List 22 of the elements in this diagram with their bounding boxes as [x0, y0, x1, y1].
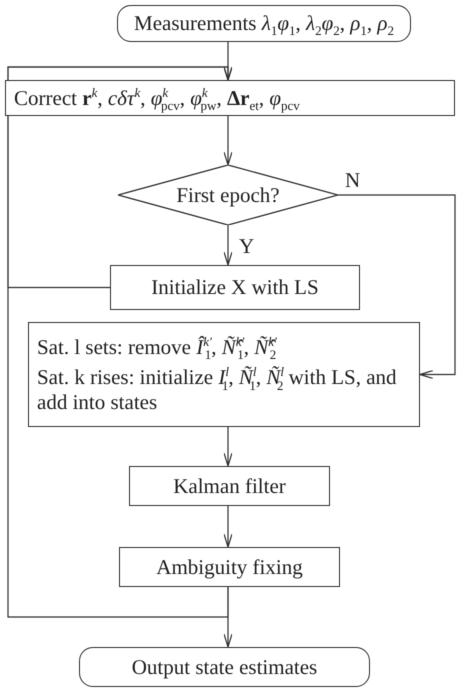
node-text: Output state estimates [132, 654, 318, 680]
process-box [110, 265, 360, 310]
process-box [5, 80, 455, 116]
node-text: First epoch? [176, 182, 280, 208]
arrow [338, 194, 456, 380]
process-box [129, 466, 330, 506]
arrow [223, 225, 233, 266]
process-box [28, 322, 420, 427]
node-text: Correct r$^{k}$, cδτ$^{k}$, φ$^{k}$$_{pcv}$, φ$^{k}$$_{pw}$, Δr$_{et}$, φ$_{pcv}$ [14, 86, 301, 110]
arrow [7, 66, 233, 618]
arrow [223, 506, 233, 548]
node-text: Ambiguity fixing [156, 554, 303, 580]
end-terminal [79, 647, 370, 687]
decision-diamond [118, 165, 338, 225]
node-text: Initialize X with LS [151, 275, 319, 300]
arrow [223, 427, 233, 467]
arrow [223, 116, 233, 166]
node-text: Sat. k rises: initialize I$^{l}$$_{1}$, Ñ$^{l}$$_{1}$, Ñ$^{l}$$_{2}$ with LS, and add into states [37, 365, 398, 414]
start-terminal [117, 5, 411, 42]
node-text: Kalman filter [173, 474, 286, 498]
node-text: Measurements λ$_{1}$φ$_{1}$, λ$_{2}$φ$_{2}$, ρ$_{1}$, ρ$_{2}$ [134, 11, 394, 36]
process-box [119, 547, 340, 587]
